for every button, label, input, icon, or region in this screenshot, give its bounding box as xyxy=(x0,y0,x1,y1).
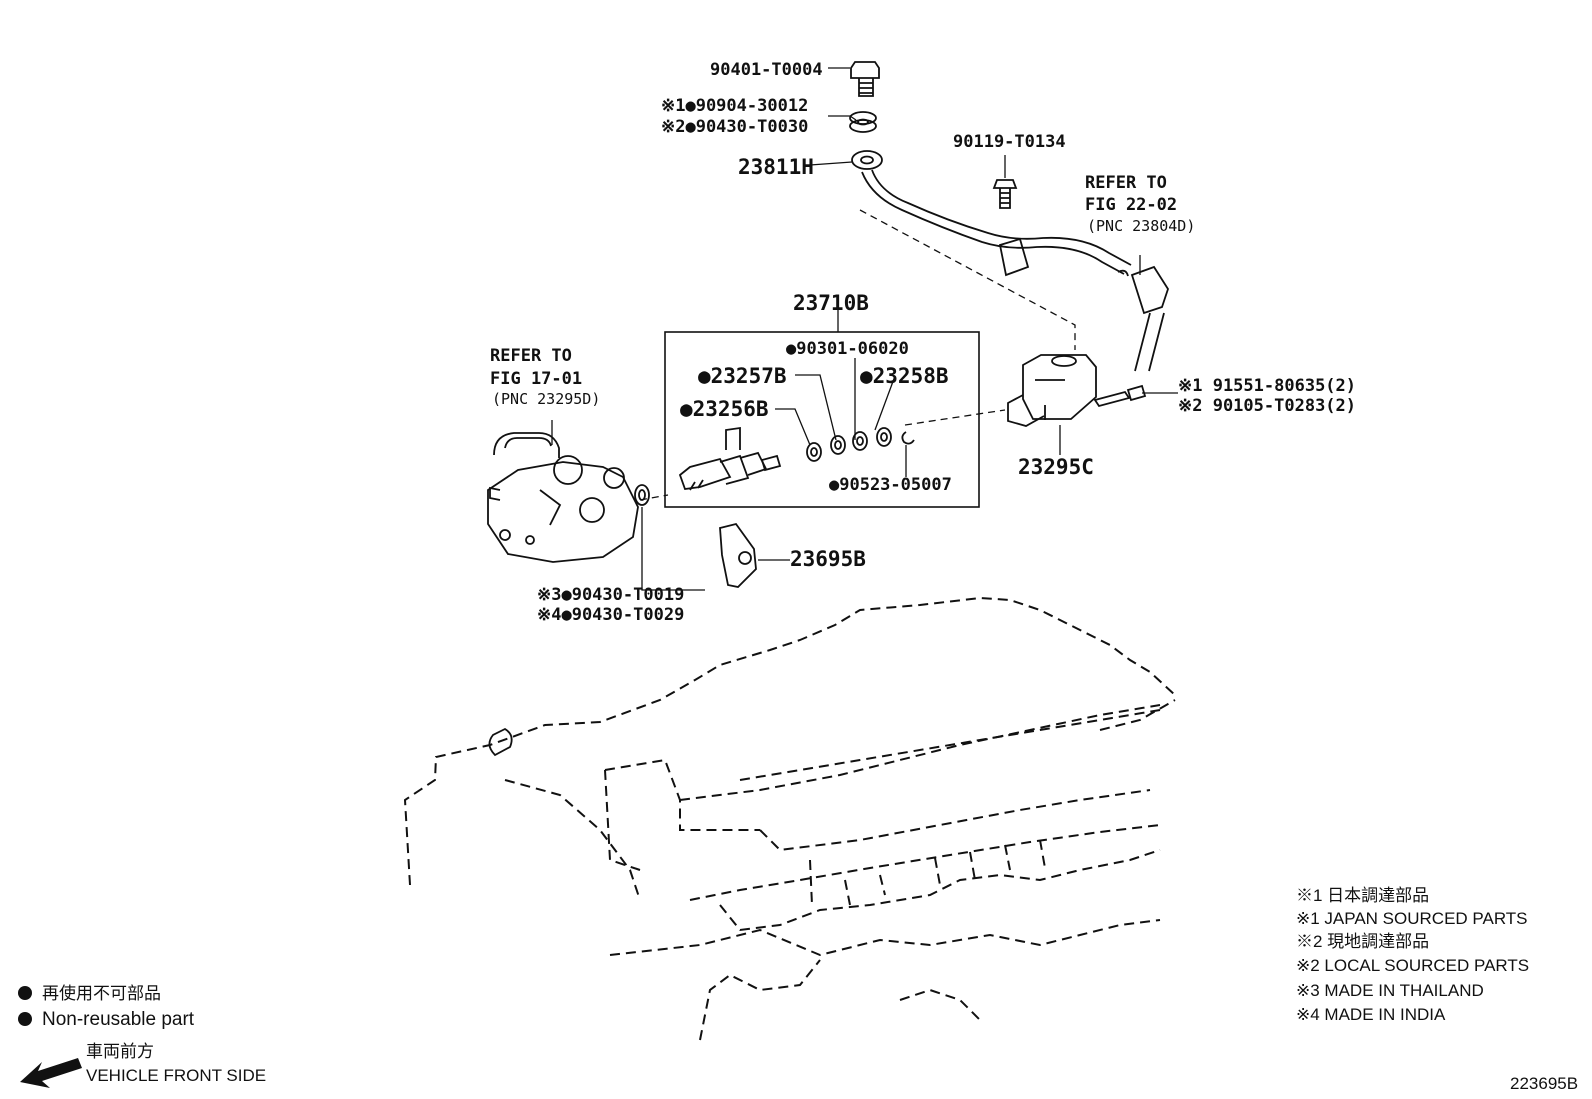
vehicle-front-legend: 車両前方 VEHICLE FRONT SIDE xyxy=(20,1042,266,1088)
note-line: ※4 MADE IN INDIA xyxy=(1296,1005,1446,1024)
callout-90401: 90401-T0004 xyxy=(710,60,823,80)
gasket-icon xyxy=(849,111,877,133)
fuel-tube-icon xyxy=(851,150,1132,277)
callout-91551: ※1 91551-80635(2) xyxy=(1178,376,1356,396)
sourcing-notes: ※1 日本調達部品 ※1 JAPAN SOURCED PARTS ※2 現地調達… xyxy=(1296,886,1529,1024)
non-reusable-jp: 再使用不可部品 xyxy=(42,983,161,1003)
callout-23295c: 23295C xyxy=(1018,455,1094,479)
callout-23710b: 23710B xyxy=(793,291,869,315)
note-line: ※1 日本調達部品 xyxy=(1296,886,1429,905)
callout-90430-t0029: ※4●90430-T0029 xyxy=(537,605,684,625)
note-line: ※3 MADE IN THAILAND xyxy=(1296,981,1484,1000)
engine-outline xyxy=(403,596,1176,1041)
refer-17-line1: REFER TO xyxy=(490,346,572,366)
note-line: ※2 現地調達部品 xyxy=(1296,932,1429,951)
non-reusable-en: Non-reusable part xyxy=(42,1009,195,1030)
refer-22-line2: FIG 22-02 xyxy=(1085,195,1177,215)
injector-clamp-icon xyxy=(719,522,757,588)
throttle-body-icon xyxy=(487,432,639,563)
note-line: ※1 JAPAN SOURCED PARTS xyxy=(1296,909,1528,928)
bolt-90401-icon xyxy=(850,61,880,97)
oring-icon xyxy=(806,427,915,462)
refer-17-line3: (PNC 23295D) xyxy=(492,390,600,408)
leader-lines xyxy=(551,67,1178,591)
callouts: 90401-T0004 ※1●90904-30012 ※2●90430-T003… xyxy=(490,60,1356,625)
callout-90430-t0019: ※3●90430-T0019 xyxy=(537,585,684,605)
bullet-icon xyxy=(18,986,32,1000)
callout-90523: ●90523-05007 xyxy=(829,475,952,495)
injector-icon xyxy=(678,426,782,491)
callout-90119: 90119-T0134 xyxy=(953,132,1066,152)
front-arrow-icon xyxy=(20,1058,82,1088)
bolt-90119-icon xyxy=(992,179,1018,209)
injector-set-box xyxy=(664,331,980,508)
refer-17-line2: FIG 17-01 xyxy=(490,369,582,389)
callout-23257b: ●23257B xyxy=(698,364,787,388)
fuel-line-icon xyxy=(1130,265,1169,372)
callout-23695b: 23695B xyxy=(790,547,866,571)
callout-23811h: 23811H xyxy=(738,155,814,179)
delivery-pipe-icon xyxy=(1007,354,1097,427)
front-en: VEHICLE FRONT SIDE xyxy=(86,1066,266,1085)
callout-23256b: ●23256B xyxy=(680,397,769,421)
callout-90430-t0030: ※2●90430-T0030 xyxy=(661,117,808,137)
non-reusable-legend: 再使用不可部品 Non-reusable part xyxy=(18,983,195,1030)
note-line: ※2 LOCAL SOURCED PARTS xyxy=(1296,956,1529,975)
callout-23258b: ●23258B xyxy=(860,364,949,388)
refer-22-line1: REFER TO xyxy=(1085,173,1167,193)
refer-22-line3: (PNC 23804D) xyxy=(1087,217,1195,235)
callout-90301: ●90301-06020 xyxy=(786,339,909,359)
callout-90904: ※1●90904-30012 xyxy=(661,96,808,116)
diagram-number: 223695B xyxy=(1510,1074,1578,1093)
bolt-91551-icon xyxy=(1093,384,1147,408)
washer-icon xyxy=(634,484,650,506)
bullet-icon xyxy=(18,1012,32,1026)
callout-90105: ※2 90105-T0283(2) xyxy=(1178,396,1356,416)
front-jp: 車両前方 xyxy=(86,1042,154,1061)
